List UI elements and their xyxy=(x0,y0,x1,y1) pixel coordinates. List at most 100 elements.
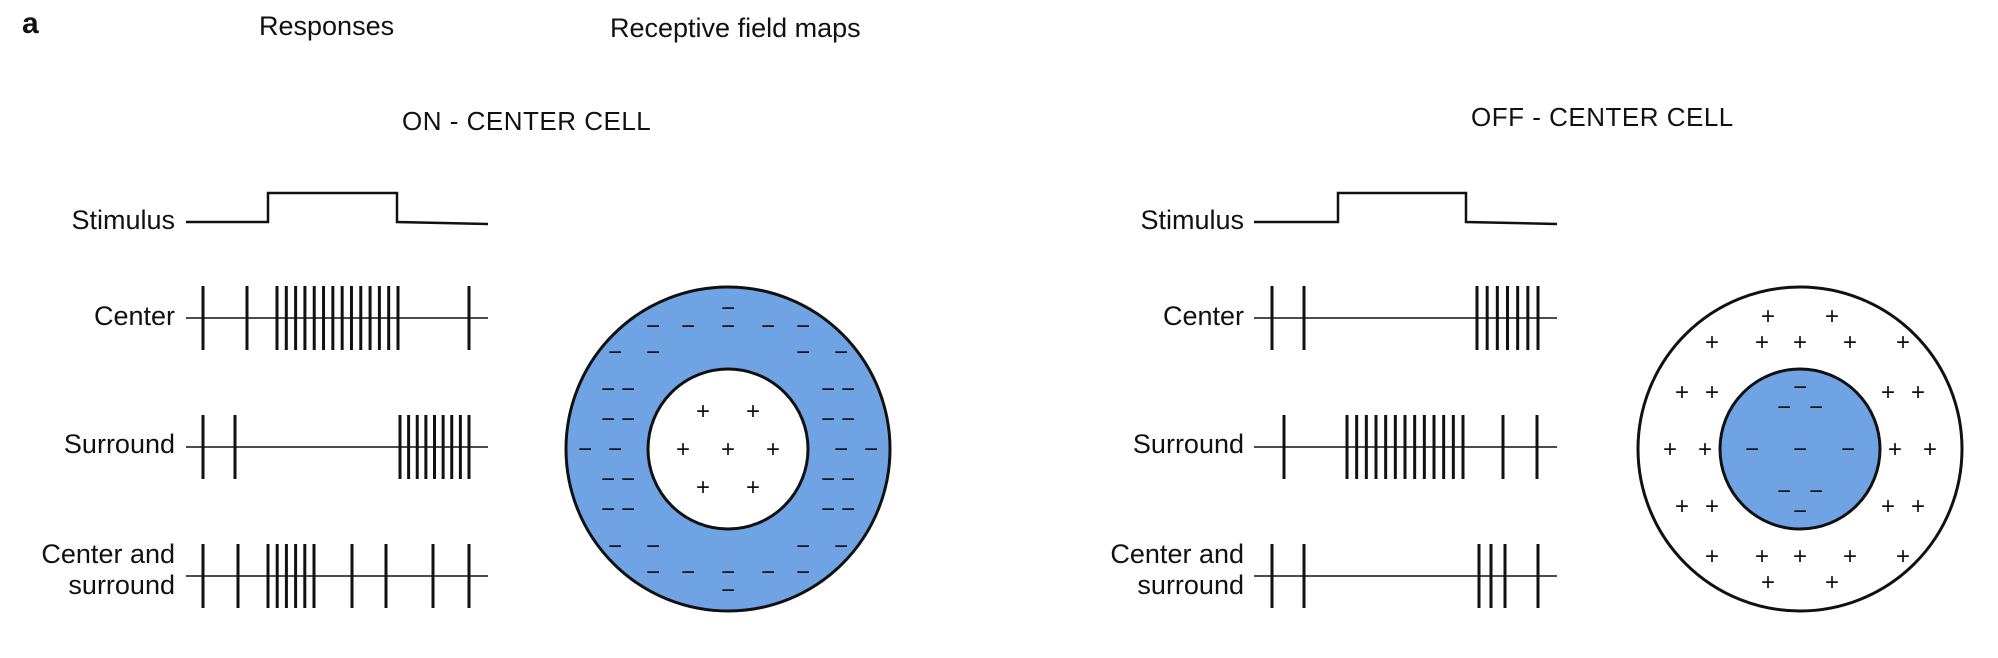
off-center-and-surround-spike-train xyxy=(1254,544,1557,608)
plus-sign: + xyxy=(1896,543,1910,570)
plus-sign: + xyxy=(1923,436,1937,463)
minus-sign: − xyxy=(608,436,622,463)
minus-sign: − xyxy=(621,376,635,403)
on-center-spike-train xyxy=(186,286,488,350)
minus-sign: − xyxy=(646,533,660,560)
plus-sign: + xyxy=(676,436,690,463)
plus-sign: + xyxy=(721,436,735,463)
minus-sign: − xyxy=(864,436,878,463)
off-center-title: OFF - CENTER CELL xyxy=(1471,102,1734,132)
minus-sign: − xyxy=(608,533,622,560)
plus-sign: + xyxy=(1825,569,1839,596)
minus-sign: − xyxy=(1793,498,1807,525)
plus-sign: + xyxy=(1825,303,1839,330)
minus-sign: − xyxy=(721,559,735,586)
minus-sign: − xyxy=(1745,436,1759,463)
minus-sign: − xyxy=(1777,478,1791,505)
minus-sign: − xyxy=(721,577,735,604)
minus-sign: − xyxy=(834,533,848,560)
off-both-label-line1: Center and xyxy=(1110,539,1244,569)
on-field-signs: +++++++−−−−−−−−−−−−−−−−−−−−−−−−−−−−−−−−−… xyxy=(578,295,878,604)
on-center-panel: ON - CENTER CELL Stimulus Center Surroun… xyxy=(41,106,892,613)
minus-sign: − xyxy=(1777,394,1791,421)
minus-sign: − xyxy=(646,313,660,340)
plus-sign: + xyxy=(1705,379,1719,406)
minus-sign: − xyxy=(1809,394,1823,421)
minus-sign: − xyxy=(721,313,735,340)
plus-sign: + xyxy=(746,398,760,425)
plus-sign: + xyxy=(1705,493,1719,520)
minus-sign: − xyxy=(796,339,810,366)
off-center-panel: OFF - CENTER CELL Stimulus Center Surrou… xyxy=(1110,102,1964,613)
minus-sign: − xyxy=(608,339,622,366)
on-both-label-line2: surround xyxy=(68,570,175,600)
minus-sign: − xyxy=(621,406,635,433)
minus-sign: − xyxy=(761,559,775,586)
receptive-field-maps-header: Receptive field maps xyxy=(610,13,861,43)
minus-sign: − xyxy=(621,466,635,493)
plus-sign: + xyxy=(1761,569,1775,596)
minus-sign: − xyxy=(821,466,835,493)
off-center-spike-train xyxy=(1254,286,1557,350)
plus-sign: + xyxy=(1761,303,1775,330)
minus-sign: − xyxy=(601,406,615,433)
on-stimulus-trace xyxy=(186,191,489,226)
minus-sign: − xyxy=(761,313,775,340)
minus-sign: − xyxy=(1841,436,1855,463)
on-surround-spike-train xyxy=(186,415,488,479)
plus-sign: + xyxy=(1755,329,1769,356)
minus-sign: − xyxy=(821,496,835,523)
plus-sign: + xyxy=(1881,379,1895,406)
minus-sign: − xyxy=(834,339,848,366)
panel-letter: a xyxy=(22,7,39,40)
minus-sign: − xyxy=(578,436,592,463)
plus-sign: + xyxy=(1705,329,1719,356)
on-center-label: Center xyxy=(94,301,175,331)
plus-sign: + xyxy=(1705,543,1719,570)
on-stimulus-label: Stimulus xyxy=(71,205,175,235)
plus-sign: + xyxy=(696,398,710,425)
on-both-label-line1: Center and xyxy=(41,539,175,569)
plus-sign: + xyxy=(746,474,760,501)
minus-sign: − xyxy=(1793,374,1807,401)
minus-sign: − xyxy=(721,295,735,322)
off-center-label: Center xyxy=(1163,301,1244,331)
plus-sign: + xyxy=(1911,493,1925,520)
plus-sign: + xyxy=(1843,543,1857,570)
plus-sign: + xyxy=(1888,436,1902,463)
minus-sign: − xyxy=(601,496,615,523)
minus-sign: − xyxy=(841,376,855,403)
minus-sign: − xyxy=(841,466,855,493)
plus-sign: + xyxy=(1675,379,1689,406)
off-surround-spike-train xyxy=(1254,415,1557,479)
minus-sign: − xyxy=(646,339,660,366)
plus-sign: + xyxy=(696,474,710,501)
minus-sign: − xyxy=(621,496,635,523)
minus-sign: − xyxy=(796,533,810,560)
off-surround-label: Surround xyxy=(1133,429,1244,459)
minus-sign: − xyxy=(681,313,695,340)
off-field-center xyxy=(1718,367,1882,531)
plus-sign: + xyxy=(1881,493,1895,520)
plus-sign: + xyxy=(1793,329,1807,356)
off-stimulus-trace xyxy=(1254,191,1558,226)
on-center-and-surround-spike-train xyxy=(186,544,488,608)
minus-sign: − xyxy=(841,406,855,433)
minus-sign: − xyxy=(821,376,835,403)
minus-sign: − xyxy=(601,376,615,403)
on-center-title: ON - CENTER CELL xyxy=(402,106,651,136)
minus-sign: − xyxy=(834,436,848,463)
off-field-signs: −−−−−−−−−++++++++++++++++++++++++++ xyxy=(1663,303,1937,596)
minus-sign: − xyxy=(646,559,660,586)
plus-sign: + xyxy=(1675,493,1689,520)
plus-sign: + xyxy=(1698,436,1712,463)
on-surround-label: Surround xyxy=(64,429,175,459)
on-center-receptive-field-map: +++++++−−−−−−−−−−−−−−−−−−−−−−−−−−−−−−−−−… xyxy=(564,285,892,613)
plus-sign: + xyxy=(1793,543,1807,570)
responses-header: Responses xyxy=(259,11,394,41)
minus-sign: − xyxy=(1809,478,1823,505)
minus-sign: − xyxy=(821,406,835,433)
minus-sign: − xyxy=(796,559,810,586)
minus-sign: − xyxy=(601,466,615,493)
off-both-label-line2: surround xyxy=(1137,570,1244,600)
